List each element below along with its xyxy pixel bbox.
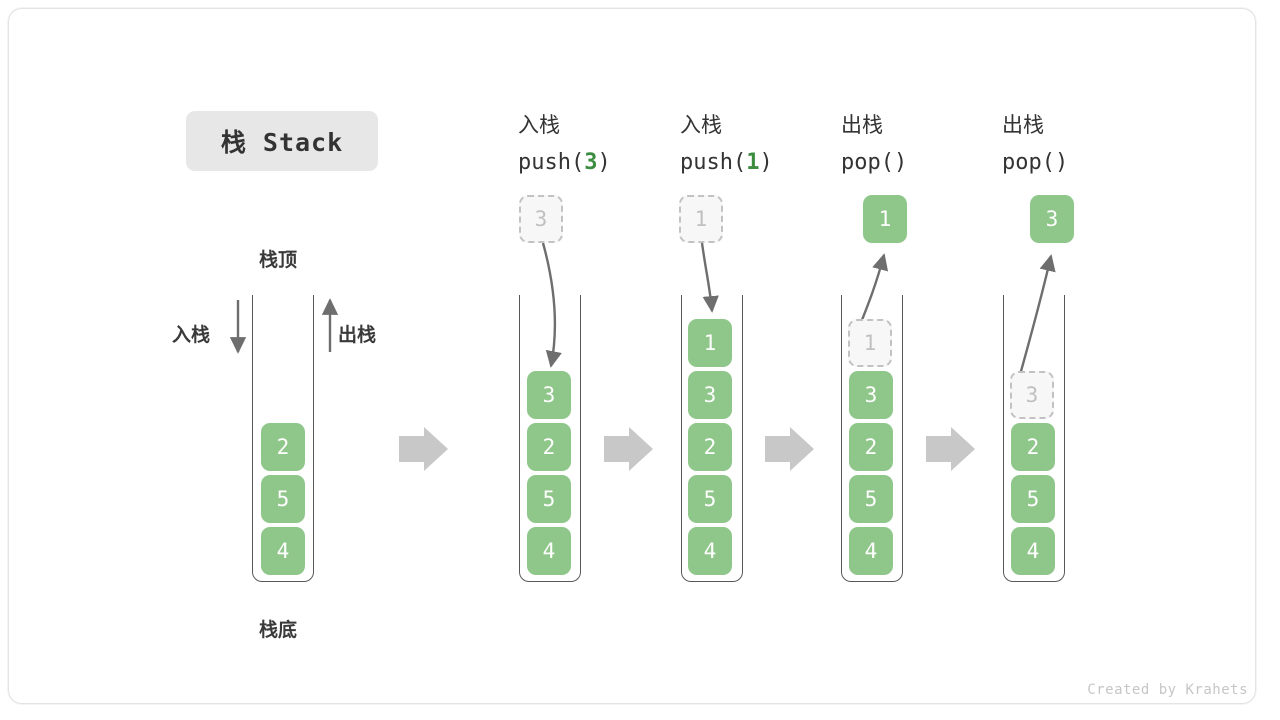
stage-heading-code: push(3) xyxy=(518,144,611,182)
code-suffix: ) xyxy=(597,150,611,175)
code-prefix: push( xyxy=(680,150,747,175)
stack-cell: 5 xyxy=(261,475,305,523)
footer-credit: Created by Krahets xyxy=(1087,682,1248,698)
stack-walls xyxy=(519,295,581,582)
stack-cell-ghost: 1 xyxy=(848,319,892,367)
stage-heading-code: push(1) xyxy=(680,144,773,182)
stage-heading-pop-1: 出栈 pop() xyxy=(841,106,907,182)
stack-cell: 4 xyxy=(849,527,893,575)
stack-walls xyxy=(1003,295,1065,582)
stage-heading-cn: 出栈 xyxy=(841,113,883,137)
stack-cell: 2 xyxy=(1011,423,1055,471)
stack-cell: 5 xyxy=(527,475,571,523)
stack-container-pop-1 xyxy=(841,295,903,582)
code-suffix: ) xyxy=(759,150,773,175)
code-arg: 1 xyxy=(746,150,760,175)
code-prefix: pop( xyxy=(1002,150,1055,175)
stack-container-pop-3 xyxy=(1003,295,1065,582)
stack-cell: 2 xyxy=(849,423,893,471)
code-suffix: ) xyxy=(893,150,908,175)
stage-heading-code: pop() xyxy=(841,144,907,182)
stage-heading-push-3: 入栈 push(3) xyxy=(518,106,611,182)
popped-cell: 1 xyxy=(863,195,907,243)
stack-cell: 2 xyxy=(688,423,732,471)
stack-cell: 5 xyxy=(1011,475,1055,523)
code-suffix: ) xyxy=(1054,150,1069,175)
stage-heading-push-1: 入栈 push(1) xyxy=(680,106,773,182)
stack-cell: 3 xyxy=(527,371,571,419)
stage-heading-pop-3: 出栈 pop() xyxy=(1002,106,1068,182)
stage-heading-code: pop() xyxy=(1002,144,1068,182)
stack-walls xyxy=(252,295,314,582)
stage-heading-cn: 出栈 xyxy=(1002,113,1044,137)
popped-cell: 3 xyxy=(1030,195,1074,243)
push-direction-label: 入栈 xyxy=(172,324,211,346)
stack-walls xyxy=(681,295,743,582)
stack-cell: 5 xyxy=(688,475,732,523)
stack-cell: 4 xyxy=(688,527,732,575)
stack-cell: 5 xyxy=(849,475,893,523)
stack-cell: 3 xyxy=(849,371,893,419)
code-prefix: pop( xyxy=(841,150,894,175)
stack-container-push-1 xyxy=(681,295,743,582)
stage-heading-cn: 入栈 xyxy=(680,113,722,137)
stack-container-initial xyxy=(252,295,314,582)
stack-cell: 2 xyxy=(261,423,305,471)
stack-cell: 4 xyxy=(1011,527,1055,575)
stack-cell: 2 xyxy=(527,423,571,471)
code-prefix: push( xyxy=(518,150,585,175)
floating-ghost-cell: 1 xyxy=(679,195,723,243)
stage-heading-cn: 入栈 xyxy=(518,113,560,137)
stack-cell: 1 xyxy=(688,319,732,367)
stack-bottom-label: 栈底 xyxy=(259,619,298,641)
stack-cell: 3 xyxy=(688,371,732,419)
stack-cell: 4 xyxy=(261,527,305,575)
figure-title-badge: 栈 Stack xyxy=(186,111,378,171)
code-arg: 3 xyxy=(584,150,598,175)
stack-cell: 4 xyxy=(527,527,571,575)
stack-container-push-3 xyxy=(519,295,581,582)
stack-top-label: 栈顶 xyxy=(259,249,298,271)
pop-direction-label: 出栈 xyxy=(338,324,377,346)
stack-cell-ghost: 3 xyxy=(1010,371,1054,419)
stack-walls xyxy=(841,295,903,582)
floating-ghost-cell: 3 xyxy=(519,195,563,243)
